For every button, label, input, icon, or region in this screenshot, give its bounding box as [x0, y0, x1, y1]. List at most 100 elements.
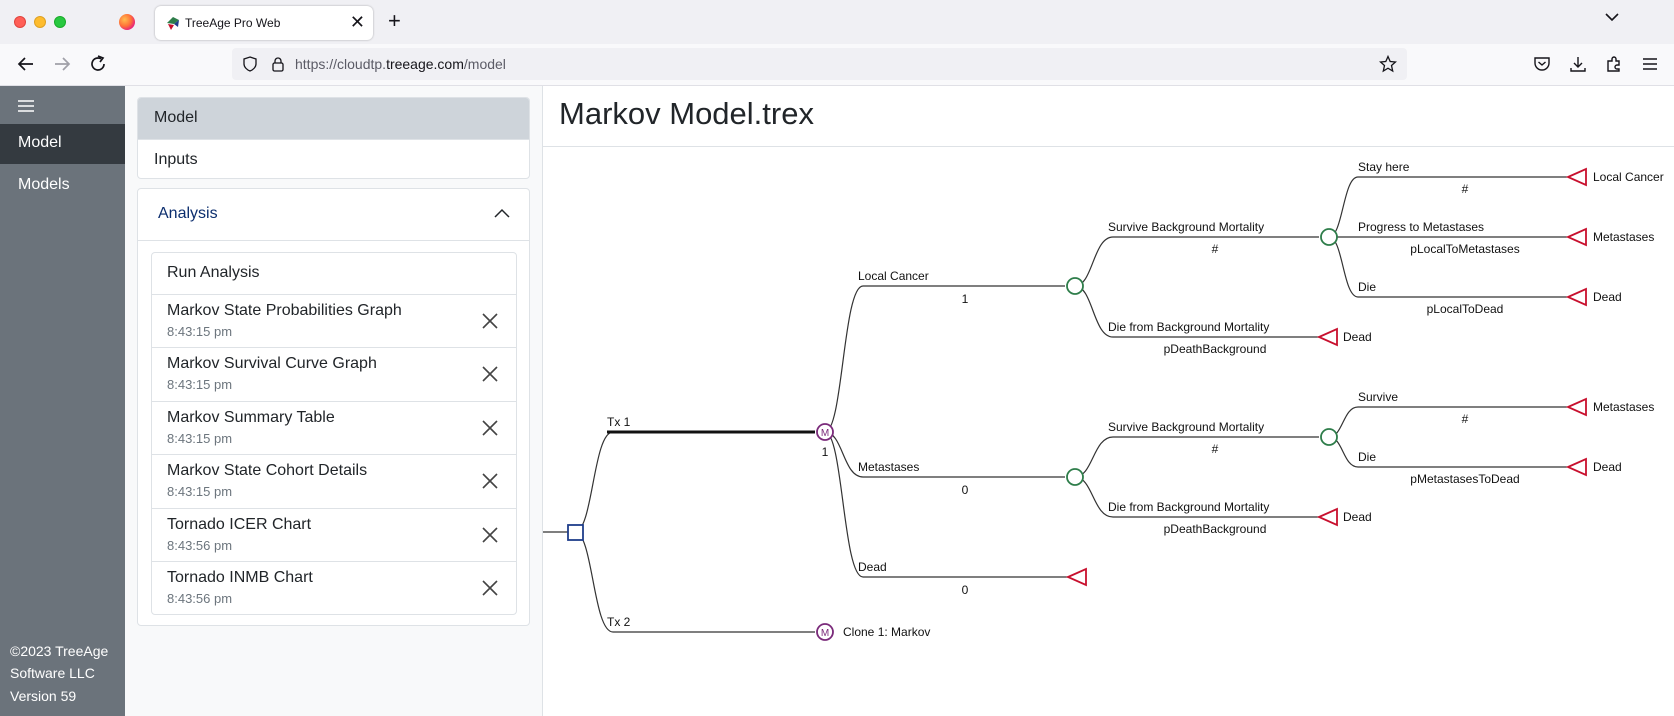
terminal-node[interactable] [1316, 327, 1338, 347]
m-survive-bg-branch-line [1074, 436, 1319, 478]
lc-die-label: Die [1358, 280, 1376, 294]
analysis-card: Analysis Run Analysis Markov State Proba… [137, 188, 530, 626]
survive-terminal: Metastases [1593, 400, 1654, 414]
m-die-bg-label: Die from Background Mortality [1108, 500, 1269, 514]
zoom-window-button[interactable] [54, 16, 66, 28]
chevron-up-icon[interactable] [493, 207, 511, 219]
terminal-node[interactable] [1065, 567, 1087, 587]
forward-arrow-icon[interactable] [50, 52, 74, 76]
back-arrow-icon[interactable] [14, 52, 38, 76]
terminal-node[interactable] [1565, 167, 1587, 187]
clone-markov-node[interactable] [816, 623, 834, 641]
dead-branch-line [824, 431, 1068, 578]
progress-label: Progress to Metastases [1358, 220, 1484, 234]
m-die-bg-prob: pDeathBackground [1164, 522, 1267, 536]
lc-die-prob: pLocalToDead [1427, 302, 1504, 316]
analysis-result-time: 8:43:56 pm [167, 590, 233, 606]
extensions-icon[interactable] [1604, 54, 1624, 74]
url-text[interactable]: https://cloudtp.treeage.com/model [295, 56, 506, 72]
nav-item-inputs[interactable]: Inputs [138, 139, 529, 178]
tx1-label: Tx 1 [607, 415, 631, 429]
app-left-rail: Model Models ©2023 TreeAge Software LLC … [0, 86, 125, 716]
chance-node[interactable] [1320, 228, 1338, 246]
analysis-header[interactable]: Analysis [138, 189, 529, 241]
list-all-tabs-icon[interactable] [1605, 12, 1619, 22]
remove-result-close-icon[interactable] [480, 311, 500, 331]
close-tab-icon[interactable]: ✕ [349, 12, 365, 32]
survive-label: Survive [1358, 390, 1398, 404]
app-menu-icon[interactable] [1640, 54, 1660, 74]
run-analysis-item[interactable]: Run Analysis [152, 253, 516, 294]
terminal-node[interactable] [1565, 287, 1587, 307]
model-nav-card: Model Inputs [137, 97, 530, 179]
markov-node-letter: M [821, 428, 829, 439]
new-tab-button[interactable]: + [388, 8, 401, 33]
local-cancer-label: Local Cancer [858, 269, 929, 283]
address-bar[interactable]: https://cloudtp.treeage.com/model [232, 48, 1407, 80]
analysis-result-time: 8:43:15 pm [167, 377, 233, 393]
stay-here-label: Stay here [1358, 160, 1410, 174]
pocket-icon[interactable] [1532, 54, 1552, 74]
analysis-result-item[interactable]: Markov Survival Curve Graph 8:43:15 pm [152, 347, 516, 400]
title-divider [543, 146, 1674, 147]
remove-result-close-icon[interactable] [480, 418, 500, 438]
m-die-prob: pMetastasesToDead [1410, 472, 1519, 486]
chance-node[interactable] [1066, 277, 1084, 295]
chance-node[interactable] [1320, 428, 1338, 446]
analysis-result-item[interactable]: Markov Summary Table 8:43:15 pm [152, 400, 516, 454]
analysis-result-item[interactable]: Markov State Probabilities Graph 8:43:15… [152, 294, 516, 347]
lock-icon[interactable] [270, 56, 286, 72]
lc-die-bg-prob: pDeathBackground [1164, 342, 1267, 356]
dead-prob: 0 [962, 583, 969, 597]
terminal-node[interactable] [1316, 507, 1338, 527]
analysis-result-item[interactable]: Tornado ICER Chart 8:43:56 pm [152, 507, 516, 561]
reload-icon[interactable] [86, 52, 110, 76]
chance-node[interactable] [1066, 468, 1084, 486]
stay-here-terminal: Local Cancer [1593, 170, 1664, 184]
survive-prob: # [1462, 412, 1469, 426]
hamburger-menu-icon[interactable] [18, 100, 34, 112]
m-die-label: Die [1358, 450, 1376, 464]
remove-result-close-icon[interactable] [480, 578, 500, 598]
analysis-result-title: Tornado INMB Chart [167, 568, 313, 586]
analysis-result-item[interactable]: Markov State Cohort Details 8:43:15 pm [152, 454, 516, 507]
progress-terminal: Metastases [1593, 230, 1654, 244]
remove-result-close-icon[interactable] [480, 525, 500, 545]
terminal-node[interactable] [1565, 457, 1587, 477]
bookmark-star-icon[interactable] [1379, 55, 1397, 73]
minimize-window-button[interactable] [34, 16, 46, 28]
analysis-result-title: Markov State Cohort Details [167, 462, 368, 480]
decision-node[interactable] [567, 524, 584, 541]
lc-survive-label: Survive Background Mortality [1108, 220, 1264, 234]
dead-label: Dead [858, 560, 887, 574]
analysis-result-time: 8:43:15 pm [167, 484, 233, 500]
metastases-prob: 0 [962, 483, 969, 497]
lc-survive-prob: # [1212, 242, 1219, 256]
firefox-view-icon[interactable] [119, 14, 135, 30]
treeage-favicon-icon [167, 17, 179, 30]
analysis-result-time: 8:43:56 pm [167, 537, 233, 553]
analysis-result-time: 8:43:15 pm [167, 324, 233, 339]
terminal-node[interactable] [1565, 227, 1587, 247]
analysis-result-time: 8:43:15 pm [167, 430, 233, 446]
clone-markov-node-letter: M [821, 628, 829, 639]
rail-item-model[interactable]: Model [0, 124, 125, 164]
analysis-result-item[interactable]: Tornado INMB Chart 8:43:56 pm [152, 560, 516, 614]
tracking-protection-shield-icon[interactable] [242, 56, 258, 72]
markov-prob: 1 [822, 445, 829, 459]
markov-node[interactable] [816, 423, 834, 441]
terminal-node[interactable] [1565, 397, 1587, 417]
nav-item-model[interactable]: Model [138, 98, 529, 139]
analysis-title: Analysis [158, 205, 218, 222]
downloads-icon[interactable] [1568, 54, 1588, 74]
stay-here-prob: # [1462, 182, 1469, 196]
local-cancer-prob: 1 [962, 292, 969, 306]
copyright-text: ©2023 TreeAge Software LLC [10, 643, 109, 681]
browser-titlebar: TreeAge Pro Web ✕ + [0, 0, 1674, 44]
remove-result-close-icon[interactable] [480, 364, 500, 384]
browser-tab[interactable]: TreeAge Pro Web ✕ [155, 6, 373, 40]
remove-result-close-icon[interactable] [480, 471, 500, 491]
model-canvas: Markov Model.trex M [543, 86, 1674, 716]
rail-item-models[interactable]: Models [18, 176, 70, 193]
close-window-button[interactable] [14, 16, 26, 28]
